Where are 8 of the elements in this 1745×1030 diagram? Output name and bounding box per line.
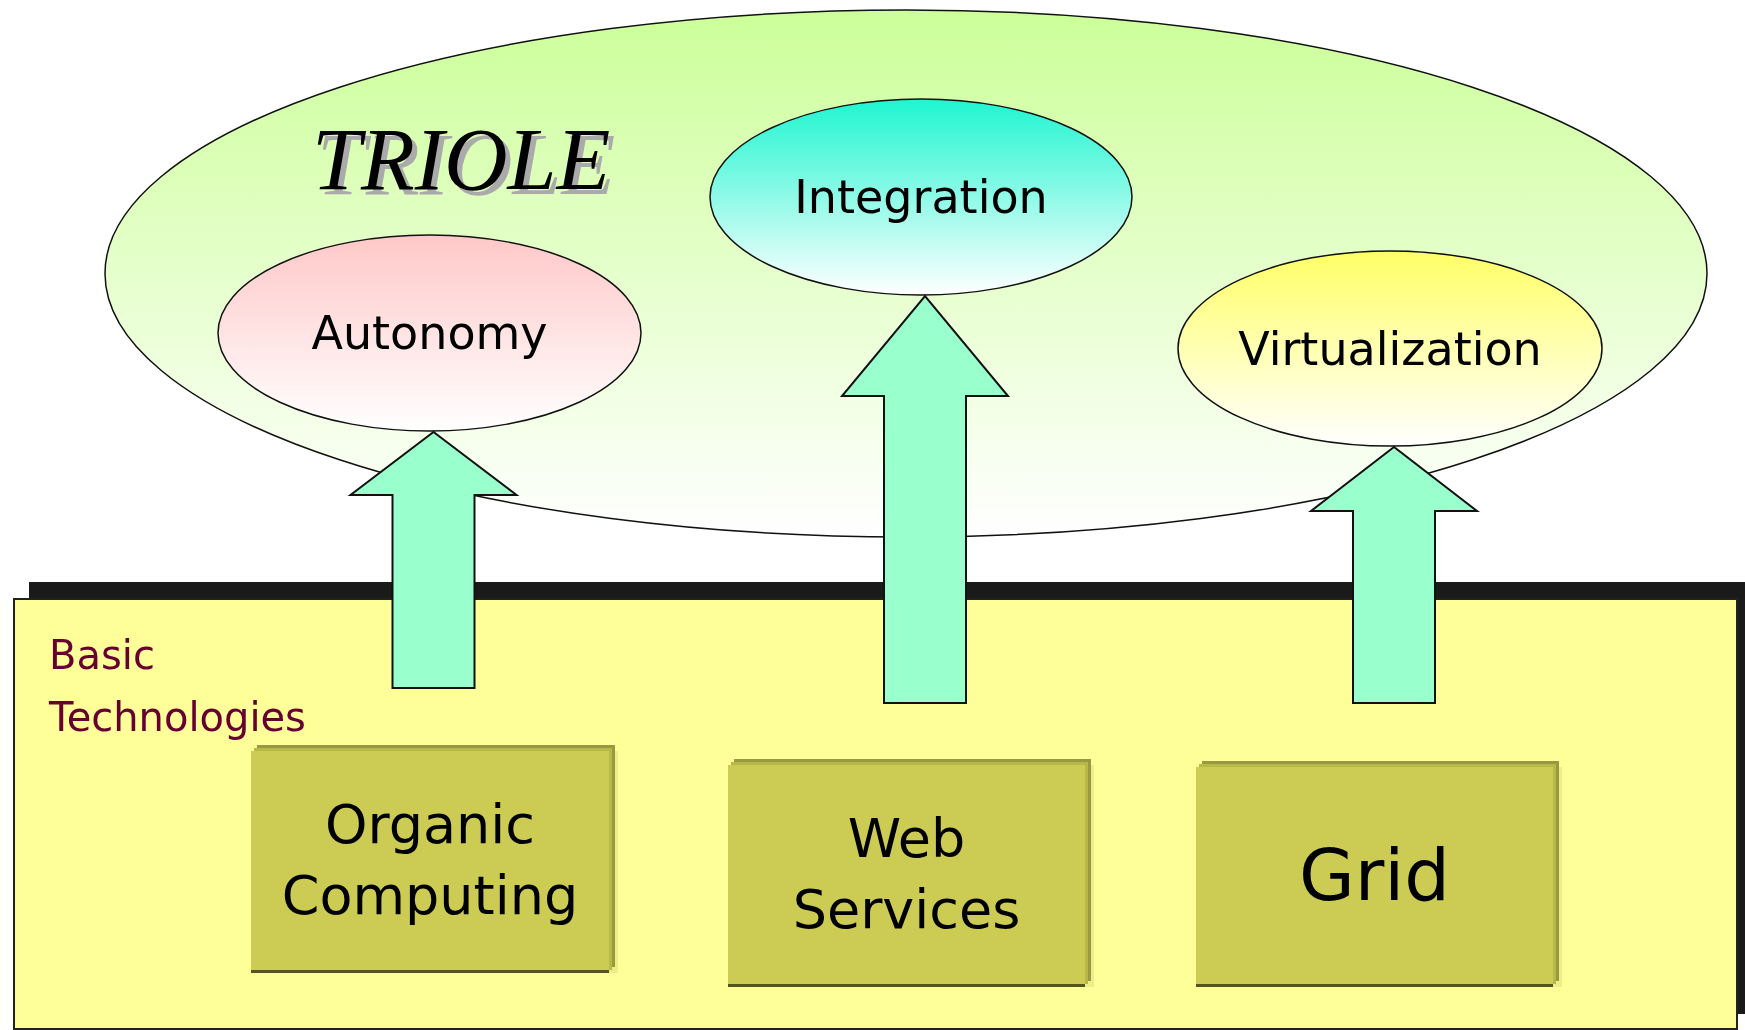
block-arrow (347, 430, 520, 689)
ellipse-label: Virtualization (1238, 321, 1542, 376)
title-text: TRIOLE (312, 110, 611, 210)
block-arrow (1308, 445, 1480, 704)
ellipse-label: Integration (794, 170, 1048, 224)
block-arrow (839, 294, 1011, 704)
ellipse-label: Autonomy (311, 306, 548, 360)
panel-heading: Basic Technologies (49, 631, 307, 742)
